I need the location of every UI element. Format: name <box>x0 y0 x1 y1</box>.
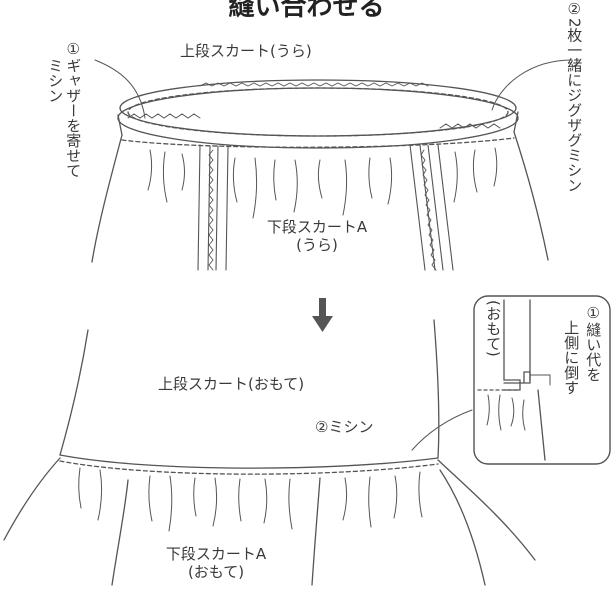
skirt-seam <box>59 454 439 469</box>
leader-seam <box>411 409 473 451</box>
leader-step1 <box>94 59 146 119</box>
down-arrow-icon <box>312 298 333 332</box>
lower-lining-label-line2: (うら) <box>296 236 338 254</box>
gather-lines-bottom <box>78 467 423 532</box>
inset-note: ①縫い代を <box>584 304 603 382</box>
lower-lining-label: 下段スカートA (うら) <box>262 218 372 254</box>
lower-front-label-line2: (おもて) <box>187 563 245 581</box>
lower-lining-label-line1: 下段スカートA <box>266 218 368 236</box>
lower-skirt-right-edge <box>513 131 549 261</box>
inset-front-label: (おもて) <box>484 300 503 357</box>
seam-label: ②ミシン <box>315 418 374 436</box>
gather-lines-top <box>147 147 498 219</box>
lower-front-label-line1: 下段スカートA <box>165 545 267 563</box>
step1-note-cont: ミシン <box>46 58 65 103</box>
leader-step2 <box>491 59 573 111</box>
lower-skirt-left-edge <box>91 134 123 263</box>
inset-note-cont: 上側に倒す <box>562 320 581 395</box>
page-title: 縫い合わせる <box>228 0 385 22</box>
seam-strip-left <box>197 144 229 271</box>
upper-lining-label: 上段スカート(うら) <box>180 42 312 60</box>
seam-strip-right <box>409 144 454 271</box>
waistband-ring <box>117 79 519 149</box>
step2-note: ②2枚一緒にジグザグミシン <box>565 0 584 193</box>
lower-front-label: 下段スカートA (おもて) <box>156 545 276 581</box>
upper-skirt-left-edge <box>59 329 89 456</box>
inset-detail-box <box>473 295 611 465</box>
upper-skirt-right-edge <box>433 319 440 459</box>
step1-note: ①ギャザーを寄せて <box>64 40 83 178</box>
upper-front-label: 上段スカート(おもて) <box>158 375 305 393</box>
